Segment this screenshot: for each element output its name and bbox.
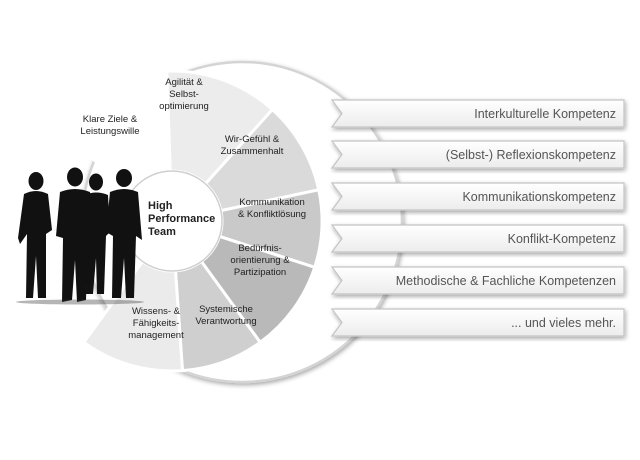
center-title: High Performance Team [148,200,218,238]
wheel-segment-label-line: optimierung [159,101,209,112]
wheel-segment-label-line: Kommunikation [239,197,304,208]
team-silhouette-icon [16,167,144,305]
competency-label: Methodische & Fachliche Kompetenzen [396,274,616,288]
competency-arrow [330,140,625,169]
competency-label: Konflikt-Kompetenz [508,232,616,246]
competency-label: Interkulturelle Kompetenz [474,107,616,121]
wheel-segment-label-line: Bedürfnis- [238,243,281,254]
wheel-segment-label-line: Zusammenhalt [221,146,284,157]
wheel-segment-label-line: & Konfliktlösung [238,209,306,220]
wheel-segment-label: Agilität &Selbst-optimierung [159,77,209,112]
wheel-segment-label-line: Wissens- & [132,306,181,317]
competency-arrow [330,182,625,211]
wheel-segment-label-line: Fähigkeits- [133,318,179,329]
center-title-line-1: High [148,200,173,212]
wheel-segment-label-line: orientierung & [230,255,290,266]
wheel-segment-label: Kommunikation& Konfliktlösung [238,197,306,220]
wheel-segment-label-line: Klare Ziele & [83,114,138,125]
competency-arrow [330,308,625,337]
wheel-segment-label-line: Agilität & [165,77,203,88]
wheel-segment-label: Klare Ziele &Leistungswille [80,114,139,137]
competency-list: Interkulturelle Kompetenz (Selbst-) Refle… [330,99,625,337]
wheel-segment-label-line: Leistungswille [80,126,139,137]
wheel-segment-label-line: Verantwortung [195,316,256,327]
center-title-line-2: Performance [148,213,215,225]
wheel-segment-label: Bedürfnis-orientierung &Partizipation [230,243,290,278]
wheel-segment-label: Wir-Gefühl &Zusammenhalt [221,134,284,157]
wheel-segment-label-line: Partizipation [234,267,286,278]
competency-arrow [330,266,625,295]
competency-label: (Selbst-) Reflexionskompetenz [446,148,616,162]
wheel-segment-label-line: Selbst- [169,89,199,100]
competency-label: ... und vieles mehr. [511,316,616,330]
competency-arrow [330,224,625,253]
center-title-line-3: Team [148,226,176,238]
wheel-segment-label-line: Wir-Gefühl & [225,134,280,145]
wheel-segment-label-line: Systemische [199,304,253,315]
competency-label: Kommunikationskompetenz [462,190,616,204]
competency-arrow [330,99,625,128]
wheel-segment-label-line: management [128,330,184,341]
wheel-segment-label: Wissens- &Fähigkeits-management [128,306,184,341]
